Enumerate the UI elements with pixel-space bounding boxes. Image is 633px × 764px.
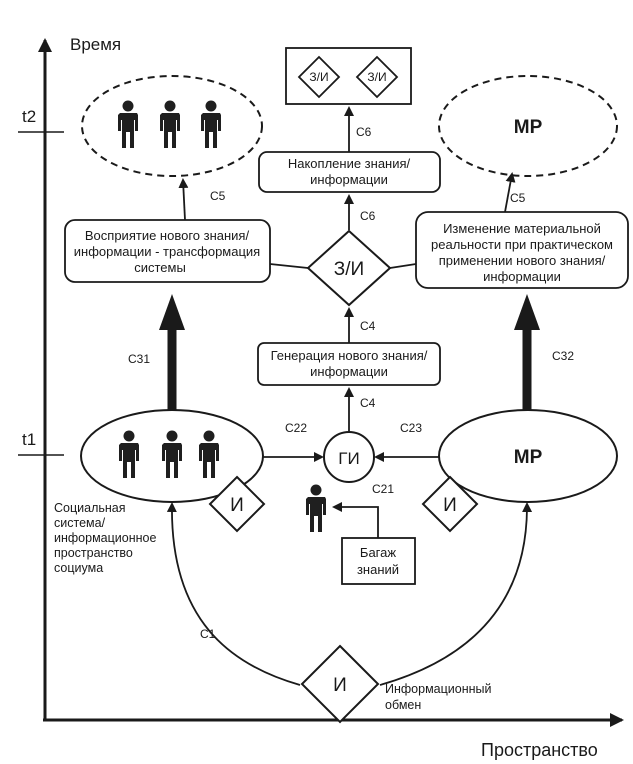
knowledge-baggage-box	[341, 537, 416, 585]
top-right-diamond-label: З/И	[367, 70, 386, 84]
bottom-diamond-label: И	[333, 675, 347, 696]
right-diamond-label: И	[443, 495, 457, 516]
person-icon	[306, 484, 326, 532]
bottom-info-diamond	[300, 644, 380, 724]
c5-left-arrow	[178, 178, 189, 221]
c23-label: С23	[400, 421, 422, 435]
time-axis-label: Время	[70, 35, 121, 54]
center-diamond-label: З/И	[334, 259, 364, 280]
c21-arrow	[332, 502, 379, 538]
change-line-4: информации	[483, 269, 561, 284]
c1-right-curve	[379, 502, 533, 686]
perception-line-2: информации - трансформация	[74, 244, 260, 259]
social-system-line-4: пространство	[54, 546, 133, 560]
generation-box	[257, 342, 441, 386]
c6-mid-label: С6	[360, 209, 376, 223]
c31-label: С31	[128, 352, 150, 366]
social-system-line-5: социума	[54, 561, 103, 575]
space-axis-label: Пространство	[481, 740, 598, 760]
material-reality-t1-ellipse	[438, 409, 618, 503]
gi-label: ГИ	[338, 449, 359, 468]
center-knowledge-diamond	[306, 229, 392, 307]
c4-top-label: С4	[360, 319, 376, 333]
perception-line-1: Восприятие нового знания/	[85, 228, 250, 243]
baggage-line-2: знаний	[357, 562, 399, 577]
baggage-line-1: Багаж	[360, 545, 396, 560]
c5-left-label: С5	[210, 189, 226, 203]
t1-label: t1	[22, 430, 36, 449]
t2-label: t2	[22, 107, 36, 126]
social-system-line-3: информационное	[54, 531, 156, 545]
c32-big-arrowhead	[514, 294, 540, 330]
info-exchange-line-2: обмен	[385, 698, 421, 712]
left-info-diamond	[208, 475, 266, 533]
c4-bottom-label: С4	[360, 396, 376, 410]
c22-label: С22	[285, 421, 307, 435]
change-line-3: применении нового знания/	[439, 253, 606, 268]
c1-label: С1	[200, 627, 216, 641]
generation-line-2: информации	[310, 364, 388, 379]
c6-top-label: С6	[356, 125, 372, 139]
material-reality-t2-ellipse	[438, 75, 618, 177]
perception-line-3: системы	[134, 260, 186, 275]
accumulation-box	[258, 151, 441, 193]
accumulation-line-2: информации	[310, 172, 388, 187]
right-info-diamond	[421, 475, 479, 533]
top-left-diamond-label: З/И	[309, 70, 328, 84]
link-diamond-change	[389, 263, 417, 269]
top-right-diamond	[355, 55, 399, 99]
c5-right-label: С5	[510, 191, 526, 205]
c21-label: С21	[372, 482, 394, 496]
link-diamond-perception	[269, 263, 309, 269]
c1-left-curve	[166, 502, 301, 686]
generation-line-1: Генерация нового знания/	[271, 348, 428, 363]
material-reality-t1-label: МР	[514, 447, 543, 468]
perception-box	[64, 219, 271, 283]
c31-big-arrowhead	[159, 294, 185, 330]
c5-right-arrow	[504, 172, 516, 213]
social-system-line-1: Социальная	[54, 501, 126, 515]
change-line-2: реальности при практическом	[431, 237, 613, 252]
material-reality-t2-label: МР	[514, 117, 543, 138]
info-exchange-line-1: Информационный	[385, 682, 492, 696]
accumulation-line-1: Накопление знания/	[288, 156, 411, 171]
top-left-diamond	[297, 55, 341, 99]
left-diamond-label: И	[230, 495, 244, 516]
material-change-box	[415, 211, 629, 289]
change-line-1: Изменение материальной	[443, 221, 601, 236]
social-system-line-2: система/	[54, 516, 106, 530]
c32-label: С32	[552, 349, 574, 363]
